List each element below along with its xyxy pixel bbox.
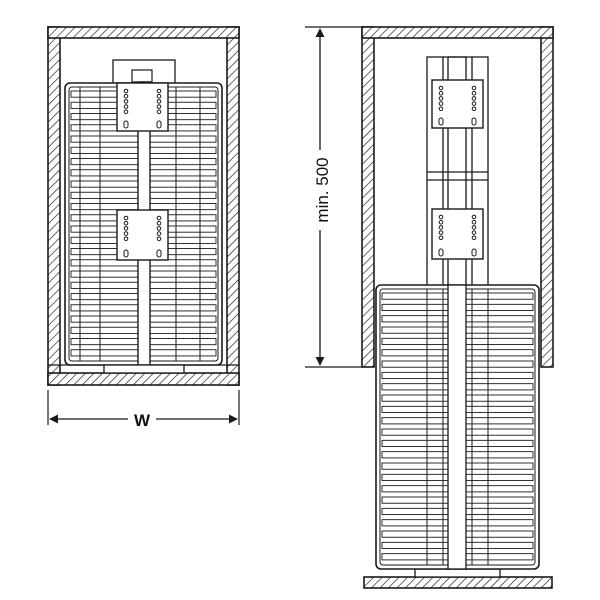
bracket-hole <box>438 230 444 235</box>
bracket-slot <box>438 248 444 257</box>
side-post-foot <box>414 568 501 578</box>
bracket-hole <box>471 106 477 112</box>
bracket-hole <box>438 101 444 106</box>
bracket-hole <box>123 236 129 242</box>
width-label: W <box>134 411 151 430</box>
bracket-hole <box>471 230 477 235</box>
bracket-slot <box>123 249 129 258</box>
bracket-hole <box>123 93 129 99</box>
bracket-hole <box>123 231 129 236</box>
bracket-hole <box>471 96 477 101</box>
bracket-slot <box>123 120 129 129</box>
front-cabinet-bottom <box>47 372 240 386</box>
side-view: min. 500 <box>305 26 554 589</box>
bracket-slot <box>156 249 162 258</box>
bracket-hole <box>156 88 162 94</box>
bracket-hole <box>471 219 477 225</box>
bracket-hole <box>156 109 162 115</box>
height-label: min. 500 <box>313 157 332 222</box>
bracket-hole <box>123 104 129 109</box>
side-basket <box>375 284 540 570</box>
bracket-hole <box>438 225 444 230</box>
bracket-slot <box>156 120 162 129</box>
front-brackets <box>116 82 169 261</box>
side-cabinet-right-wall <box>540 26 554 368</box>
bracket-hole <box>471 225 477 230</box>
bracket-hole <box>156 236 162 242</box>
bracket-hole <box>156 104 162 109</box>
front-post-cap <box>131 69 153 83</box>
front-view: W <box>47 26 240 430</box>
bracket-hole <box>438 96 444 101</box>
bracket-hole <box>123 99 129 104</box>
side-base-plate <box>363 576 553 589</box>
bracket-hole <box>123 226 129 231</box>
front-post-base <box>103 364 185 374</box>
front-cabinet-top <box>47 26 240 39</box>
bracket-hole <box>438 235 444 241</box>
side-cabinet-left-wall <box>361 26 375 368</box>
bracket-hole <box>123 88 129 94</box>
bracket-hole <box>471 85 477 91</box>
bracket-hole <box>471 101 477 106</box>
front-cabinet-left-wall <box>47 26 61 386</box>
bracket-slot <box>438 117 444 126</box>
bracket-hole <box>471 90 477 96</box>
bracket-hole <box>156 226 162 231</box>
bracket-hole <box>438 85 444 91</box>
bracket-hole <box>438 214 444 220</box>
bracket-hole <box>123 215 129 221</box>
side-post-overlay <box>447 284 467 570</box>
bracket-hole <box>156 231 162 236</box>
bracket-hole <box>123 220 129 226</box>
bracket-hole <box>438 106 444 112</box>
bracket-hole <box>123 109 129 115</box>
bracket-hole <box>471 214 477 220</box>
bracket-hole <box>156 220 162 226</box>
side-brackets <box>431 79 484 260</box>
front-cabinet-right-wall <box>226 26 240 386</box>
side-cabinet-top <box>361 26 554 39</box>
bracket-hole <box>471 235 477 241</box>
bracket-hole <box>156 93 162 99</box>
bracket-slot <box>471 117 477 126</box>
bracket-hole <box>438 219 444 225</box>
bracket-slot <box>471 248 477 257</box>
bracket-hole <box>438 90 444 96</box>
bracket-hole <box>156 99 162 104</box>
bracket-hole <box>156 215 162 221</box>
